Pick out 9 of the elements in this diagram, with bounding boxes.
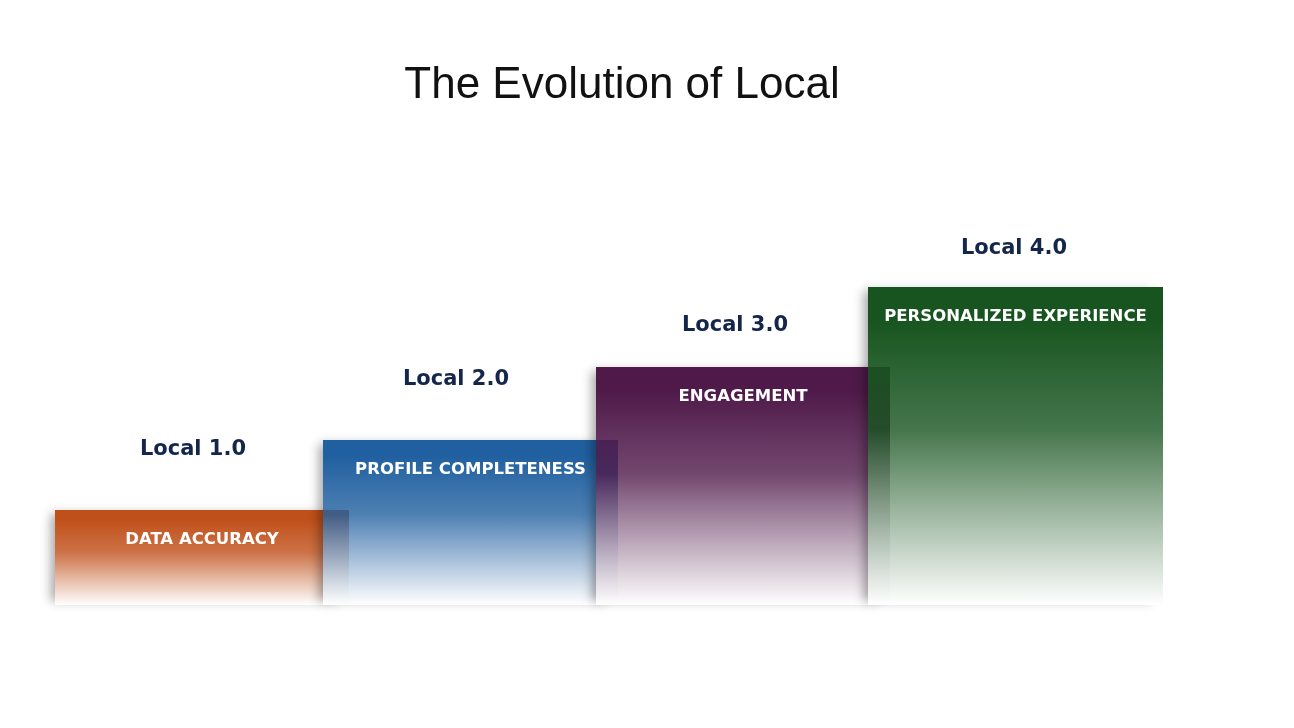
step-text: PROFILE COMPLETENESS <box>354 458 587 480</box>
step-heading: Local 4.0 <box>960 235 1068 259</box>
step-text: PERSONALIZED EXPERIENCE <box>883 305 1148 327</box>
step-text: ENGAGEMENT <box>677 385 809 407</box>
step-heading: Local 1.0 <box>139 436 247 460</box>
step-text: DATA ACCURACY <box>124 528 280 550</box>
diagram-title: The Evolution of Local <box>403 58 841 108</box>
step-heading: Local 2.0 <box>402 366 510 390</box>
step-heading: Local 3.0 <box>681 312 789 336</box>
